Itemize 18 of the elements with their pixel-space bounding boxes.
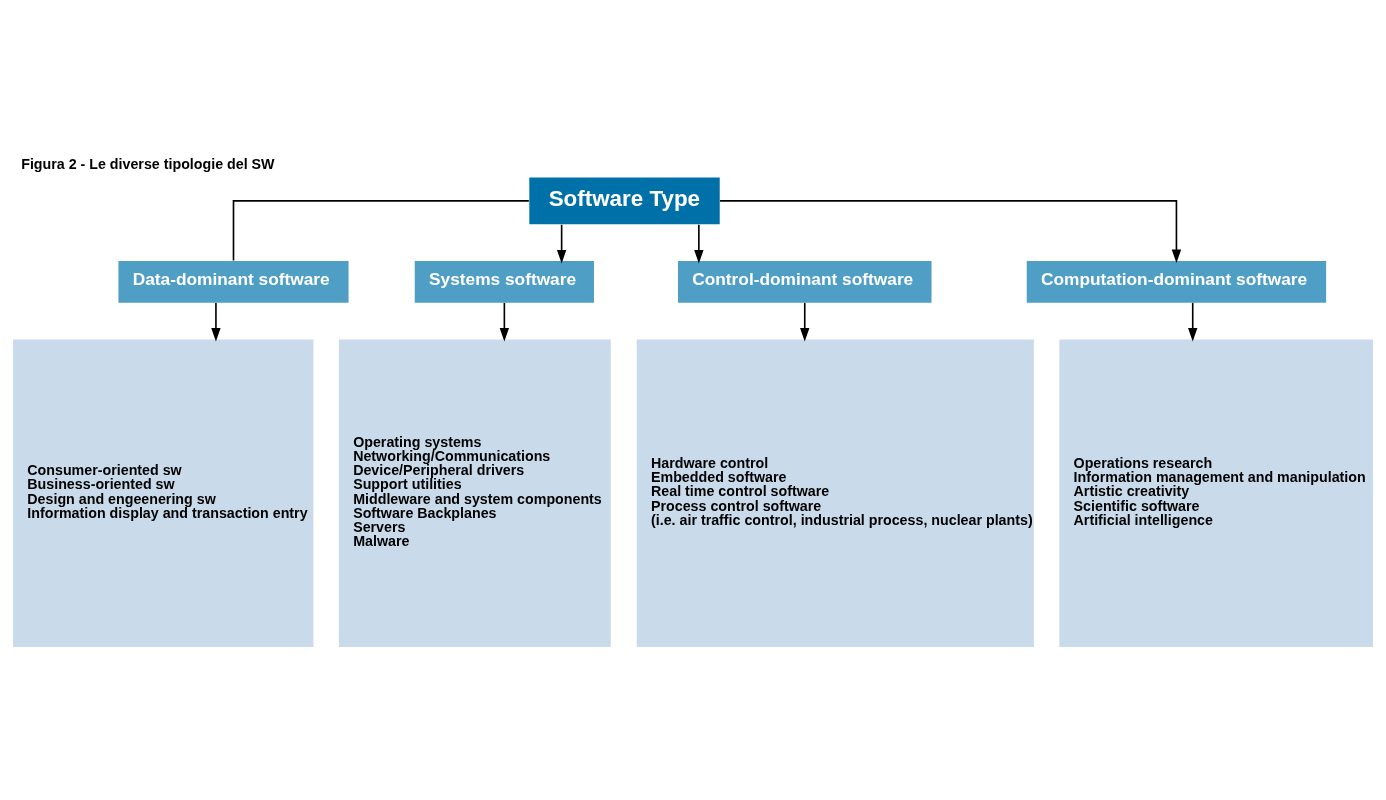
node-box: Hardware control Embedded software Real time control software Process control software (i.e. air traffic control, industrial process, nuclear plants) [636, 338, 1034, 647]
arrow [694, 223, 704, 263]
arrow [719, 199, 1182, 263]
arrow [556, 223, 567, 263]
node-box: Systems software [414, 260, 594, 303]
node-box: Computation-dominant software [1026, 260, 1327, 303]
node-box: Operations research Information management and manipulation Artistic creativity Scientific software Artificial intelligence [1059, 338, 1373, 647]
node-box: Operating systems Networking/Communications Device/Peripheral drivers Support utilities Middleware and system components Software Backplanes Servers Malware [338, 338, 611, 647]
diagram-title: Figura 2 - Le diverse tipologie del SW [21, 155, 275, 172]
connector [232, 199, 530, 261]
node-box: Control-dominant software [678, 260, 932, 303]
arrow [800, 301, 810, 341]
node-box: Consumer-oriented sw Business-oriented sw Design and engeenering sw Information display and transaction entry [13, 338, 314, 647]
arrow [499, 301, 510, 341]
arrow [1188, 301, 1198, 341]
node-box: Software Type [529, 177, 720, 224]
arrow [211, 301, 221, 341]
node-box: Data-dominant software [118, 260, 349, 303]
